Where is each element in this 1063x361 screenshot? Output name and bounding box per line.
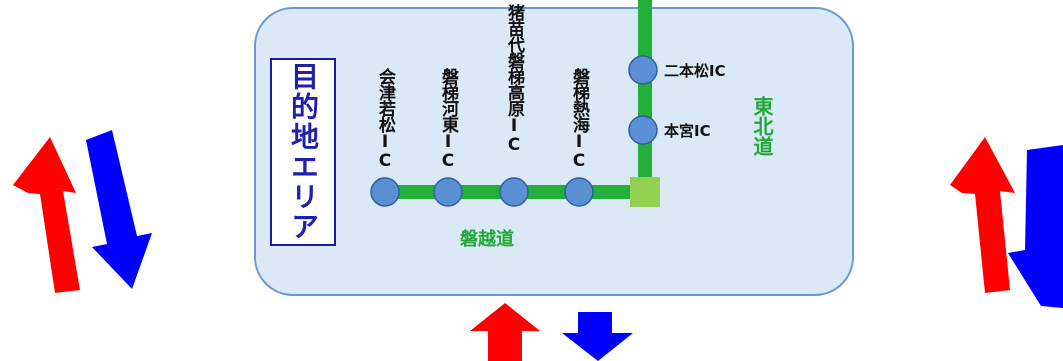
red-up-arrow-bottom bbox=[470, 303, 540, 361]
ic-label-motomiya: 本宮IC bbox=[664, 122, 711, 140]
blue-down-arrow-right bbox=[1008, 145, 1063, 308]
destination-area-title: 目的地エリア bbox=[287, 62, 320, 242]
ic-label-aizuwakamatsu: 会津若松IC bbox=[375, 68, 395, 170]
destination-area-box bbox=[254, 7, 854, 296]
road-label-tohoku: 東北道 bbox=[750, 96, 774, 156]
ic-node-bandai-atami bbox=[564, 177, 594, 207]
ic-node-aizuwakamatsu bbox=[370, 177, 400, 207]
ic-label-bandai-kawahigashi: 磐梯河東IC bbox=[438, 68, 458, 170]
ic-node-nihonmatsu bbox=[628, 55, 658, 85]
ic-node-inawashiro bbox=[499, 177, 529, 207]
red-up-arrow-right bbox=[950, 137, 1015, 293]
blue-down-arrow-bottom bbox=[562, 312, 633, 361]
ic-label-nihonmatsu: 二本松IC bbox=[664, 62, 726, 80]
ic-label-inawashiro-bandai-kogen: 猪苗代磐梯高原IC bbox=[504, 4, 524, 154]
junction-square bbox=[630, 177, 660, 207]
ic-node-bandai-kawahigashi bbox=[433, 177, 463, 207]
red-up-arrow-left bbox=[13, 137, 80, 293]
ic-label-bandai-atami: 磐梯熱海IC bbox=[569, 68, 589, 170]
ic-node-motomiya bbox=[628, 115, 658, 145]
destination-area-title-box: 目的地エリア bbox=[270, 58, 336, 246]
blue-down-arrow-left bbox=[86, 130, 152, 289]
road-label-banetsu: 磐越道 bbox=[460, 229, 514, 250]
